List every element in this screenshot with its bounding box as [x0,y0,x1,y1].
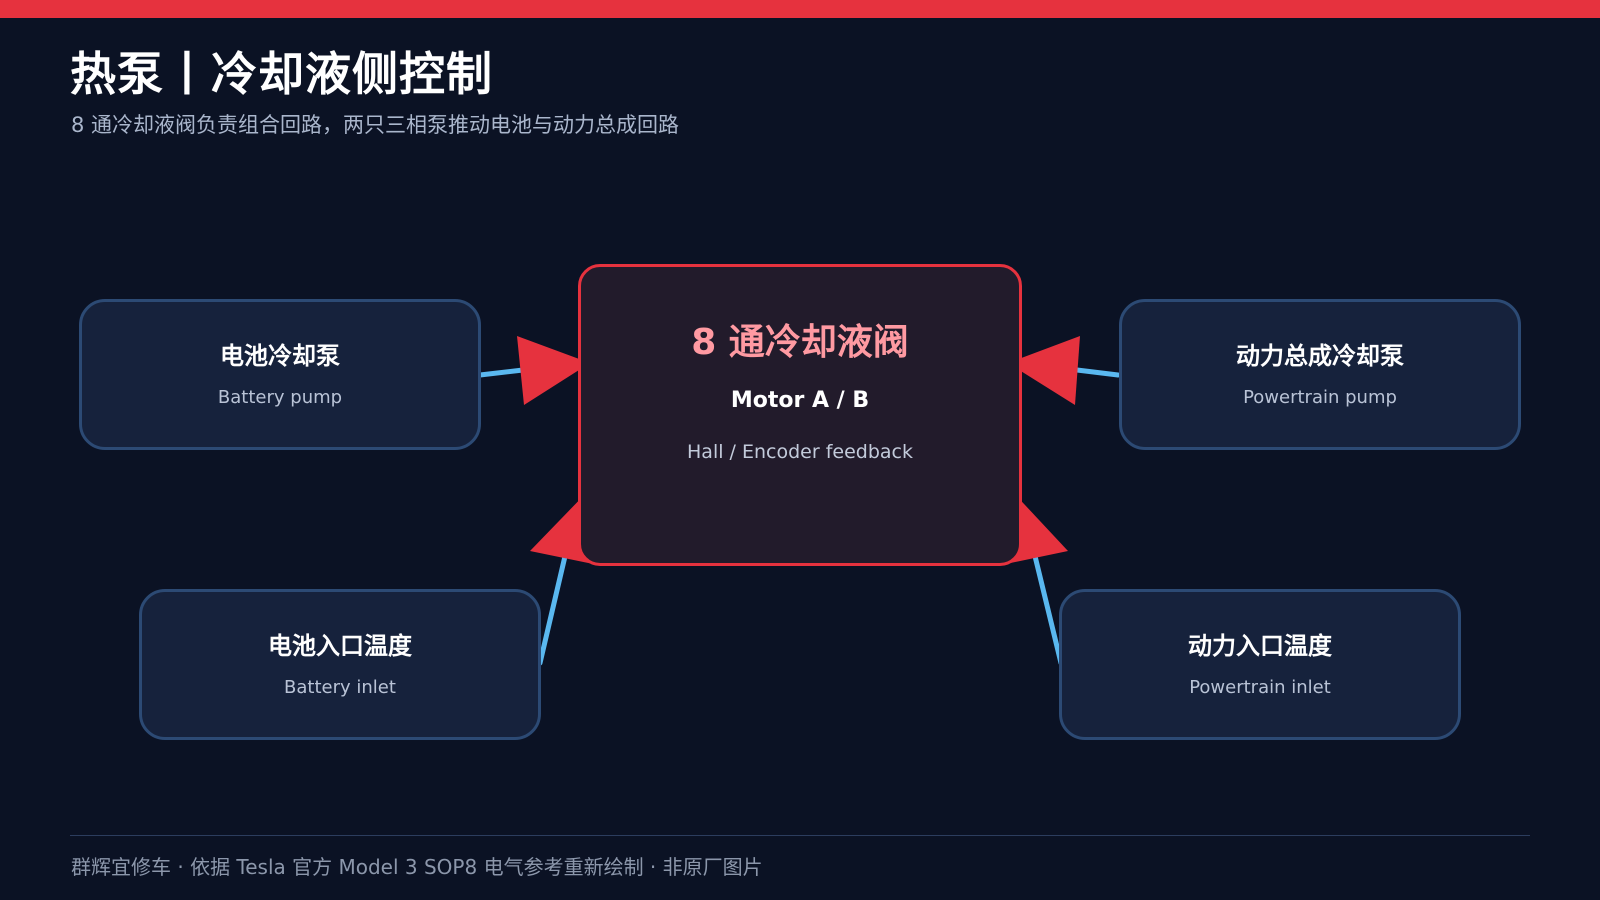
node-powertrain-inlet: 动力入口温度 Powertrain inlet [1059,589,1461,740]
node-subtitle: Battery pump [217,387,343,408]
node-subtitle: Battery inlet [284,677,396,698]
node-subtitle: Powertrain inlet [1189,677,1331,698]
node-powertrain-pump: 动力总成冷却泵 Powertrain pump [1119,299,1521,450]
node-subtitle: Powertrain pump [1243,387,1397,408]
footer-divider [70,835,1530,836]
node-title: 电池入口温度 [268,632,412,660]
node-battery-inlet: 电池入口温度 Battery inlet [139,589,541,740]
center-valve-node: 8 通冷却液阀 Motor A / B Hall / Encoder feedb… [578,264,1022,566]
footer-credit: 群辉宜修车 · 依据 Tesla 官方 Model 3 SOP8 电气参考重新绘… [71,855,763,879]
connector-battery-inlet [537,549,569,666]
page-subtitle: 8 通冷却液阀负责组合回路，两只三相泵推动电池与动力总成回路 [71,113,680,137]
center-title: 8 通冷却液阀 [691,322,909,363]
connector-battery-pump [477,367,526,378]
page-title: 热泵丨冷却液侧控制 [70,47,493,101]
arrowhead-battery-pump [517,336,590,405]
center-detail: Hall / Encoder feedback [687,441,913,463]
node-title: 动力总成冷却泵 [1236,342,1404,370]
connector-powertrain-pump [1074,367,1121,378]
node-title: 动力入口温度 [1188,632,1332,660]
connector-powertrain-inlet [1031,549,1064,666]
node-title: 电池冷却泵 [220,342,340,370]
center-subtitle: Motor A / B [730,388,870,413]
top-accent-bar [0,0,1600,18]
node-battery-pump: 电池冷却泵 Battery pump [79,299,481,450]
arrowhead-powertrain-pump [1008,336,1080,405]
